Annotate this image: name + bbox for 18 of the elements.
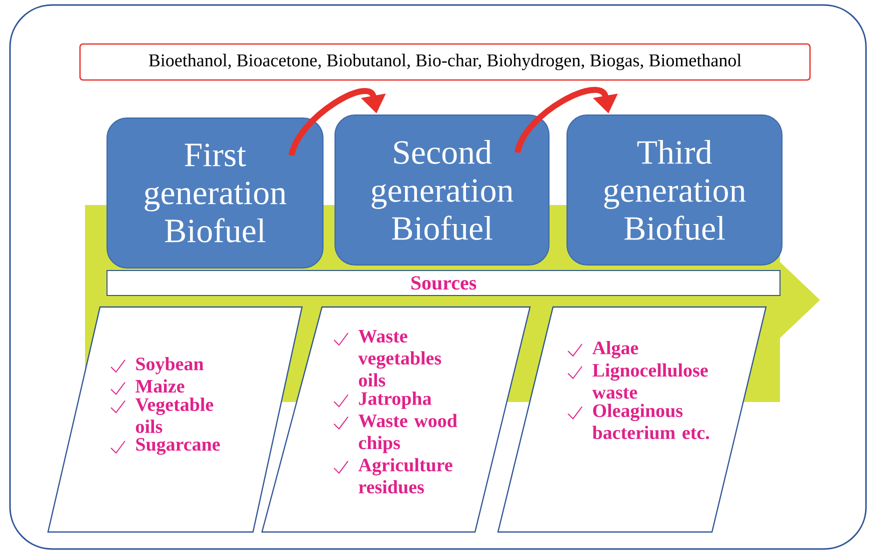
list-item: Maize: [136, 379, 184, 393]
curved-arrow: [514, 87, 618, 154]
sources-bar: Sources: [106, 270, 780, 296]
generation-box: First generation Biofuel: [106, 118, 324, 268]
list-item: Algae: [592, 341, 638, 358]
curved-arrow: [288, 88, 386, 156]
text-box: Bioethanol, Bioacetone, Biobutanol, Bio-char, Biohydrogen, Biogas, Biomethanol: [79, 43, 811, 81]
list-item: Sugarcane: [136, 438, 220, 455]
list-item: Lignocellulose waste: [592, 363, 708, 399]
list-item: Soybean: [136, 357, 204, 374]
list-item: Agriculture residues: [358, 458, 452, 494]
generation-box: Third generation Biofuel: [566, 114, 782, 266]
list-item: Oleaginous bacterium etc.: [592, 404, 710, 440]
generation-box: Second generation Biofuel: [334, 114, 550, 266]
list-item: Jatropha: [359, 392, 432, 409]
list-item: Waste wood chips: [358, 414, 458, 454]
list-item: Waste vegetables oils: [358, 330, 442, 387]
list-item: Vegetable oils: [135, 398, 214, 433]
